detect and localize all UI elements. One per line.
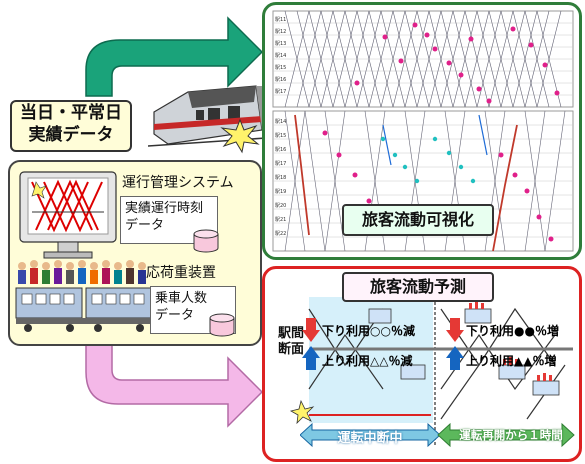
phase-resumed: 運転再開から１時間: [459, 428, 563, 442]
station-label: 駅15: [275, 65, 286, 71]
input-label-line2: 実績データ: [28, 125, 114, 145]
timetable-line1: 実績運行時刻: [125, 201, 204, 216]
up-usage-increase: 上り利用▲▲％増: [466, 354, 557, 368]
section-label-line2: 断面: [278, 342, 305, 357]
station-label: 駅16: [275, 147, 286, 153]
station-label: 駅16: [275, 77, 286, 83]
passenger-line2: データ: [155, 308, 195, 323]
station-label: 駅14: [275, 53, 286, 59]
section-label-line1: 駅間: [278, 326, 305, 341]
visualization-title: 旅客流動可視化: [342, 204, 494, 236]
station-label: 駅17: [275, 89, 286, 95]
input-data-label: 当日・平常日 実績データ: [10, 100, 132, 152]
database-icon: [209, 313, 235, 337]
station-label: 駅13: [275, 41, 286, 47]
section-label: 駅間 断面: [278, 326, 304, 358]
up-usage-decrease: 上り利用△△％減: [322, 354, 413, 368]
prediction-title: 旅客流動予測: [342, 272, 494, 302]
load-device-title: 応荷重装置: [146, 265, 216, 281]
station-label: 駅20: [275, 203, 286, 209]
down-arrow-icon: [302, 318, 320, 342]
ops-system-title: 運行管理システム: [122, 175, 234, 191]
station-label: 駅11: [275, 17, 286, 23]
database-icon: [193, 229, 219, 253]
phase-suspended: 運転中断中: [337, 431, 403, 446]
phase-bar: [300, 422, 575, 448]
timetable-line2: データ: [125, 218, 165, 233]
station-label: 駅17: [275, 161, 286, 167]
arrow-to-prediction: [85, 344, 264, 428]
station-label: 駅15: [275, 133, 286, 139]
station-label: 駅14: [275, 119, 286, 125]
passenger-line1: 乗車人数: [155, 291, 208, 306]
down-usage-decrease: 下り利用○○％減: [322, 324, 415, 338]
input-label-line1: 当日・平常日: [20, 103, 122, 123]
station-label: 駅12: [275, 29, 286, 35]
station-label: 駅18: [275, 175, 286, 181]
down-usage-increase: 下り利用●●％増: [466, 324, 559, 338]
passengers-train-illustration: [15, 260, 153, 332]
station-label: 駅22: [275, 231, 286, 237]
monitor-illustration: [19, 171, 117, 259]
down-arrow-icon: [446, 318, 464, 342]
timetable-data-box: 実績運行時刻 データ: [120, 196, 218, 244]
station-label: 駅19: [275, 189, 286, 195]
up-arrow-icon: [446, 346, 464, 370]
spark-icon: [220, 118, 260, 154]
up-arrow-icon: [302, 346, 320, 370]
arrow-to-visualization: [85, 16, 264, 97]
station-label: 駅21: [275, 217, 286, 223]
